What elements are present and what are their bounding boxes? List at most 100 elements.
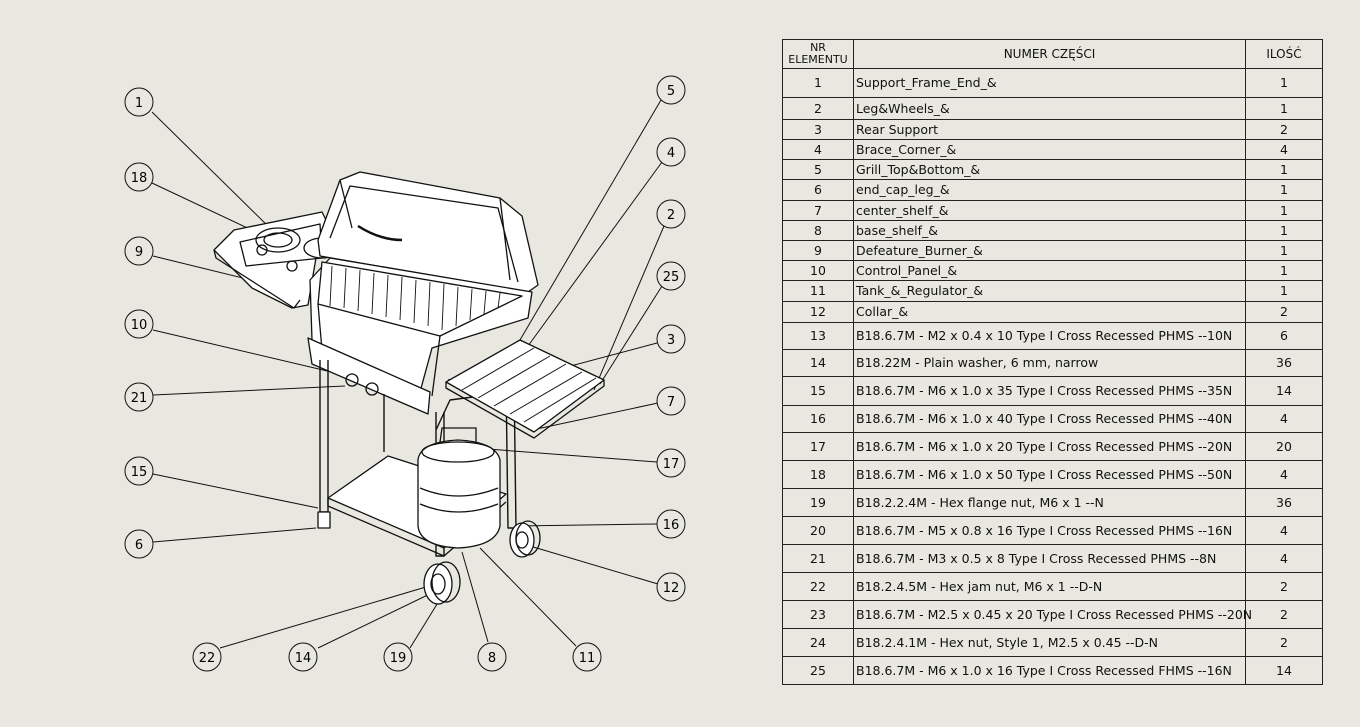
cell-part-number: B18.6.7M - M6 x 1.0 x 50 Type I Cross Re… [853, 460, 1246, 489]
cell-part-number: B18.6.7M - M2.5 x 0.45 x 20 Type I Cross… [853, 600, 1252, 629]
balloon-18: 18 [131, 171, 148, 186]
cell-quantity: 36 [1245, 349, 1323, 377]
cell-quantity: 1 [1245, 200, 1323, 221]
balloon: 1 [124, 87, 154, 117]
cell-part-number: Support_Frame_End_& [853, 68, 1246, 98]
cell-quantity: 4 [1245, 516, 1323, 545]
cell-quantity: 1 [1245, 280, 1323, 302]
balloon: 8 [477, 642, 507, 672]
cell-item-number: 23 [782, 600, 854, 629]
side-burner-shelf [213, 211, 341, 309]
cell-item-number: 14 [782, 349, 854, 377]
cell-item-number: 21 [782, 544, 854, 573]
cell-item-number: 7 [782, 200, 854, 221]
cell-item-number: 4 [782, 139, 854, 160]
cell-quantity: 2 [1245, 119, 1323, 140]
cell-item-number: 13 [782, 322, 854, 350]
cell-item-number: 1 [782, 68, 854, 98]
cell-part-number: B18.6.7M - M6 x 1.0 x 40 Type I Cross Re… [853, 405, 1246, 433]
balloon: 22 [192, 642, 222, 672]
balloon: 21 [124, 382, 154, 412]
cell-quantity: 2 [1245, 600, 1323, 629]
cell-part-number: Collar_& [853, 301, 1246, 323]
cell-quantity: 2 [1245, 628, 1323, 657]
cell-quantity: 1 [1245, 68, 1323, 98]
table-header-row: NR ELEMENTU NUMER CZĘŚCI ILOŚĆ [782, 39, 1323, 69]
balloon: 17 [656, 448, 686, 478]
cell-part-number: Control_Panel_& [853, 260, 1246, 281]
balloon: 3 [656, 324, 686, 354]
cell-quantity: 1 [1245, 179, 1323, 201]
balloon: 19 [383, 642, 413, 672]
cell-quantity: 2 [1245, 301, 1323, 323]
cell-item-number: 9 [782, 240, 854, 261]
balloon-19: 19 [390, 651, 407, 666]
balloon: 11 [572, 642, 602, 672]
cell-quantity: 14 [1245, 656, 1323, 685]
cell-part-number: end_cap_leg_& [853, 179, 1246, 201]
balloon: 18 [124, 162, 154, 192]
balloon: 15 [124, 456, 154, 486]
cell-quantity: 36 [1245, 488, 1323, 517]
cell-item-number: 6 [782, 179, 854, 201]
balloon-11: 11 [579, 651, 596, 666]
control-panel [307, 337, 431, 415]
balloon: 14 [288, 642, 318, 672]
balloon: 9 [124, 236, 154, 266]
cell-quantity: 20 [1245, 432, 1323, 461]
header-quantity: ILOŚĆ [1245, 39, 1323, 69]
cell-item-number: 25 [782, 656, 854, 685]
balloon: 25 [656, 261, 686, 291]
propane-tank [417, 427, 501, 549]
cell-quantity: 4 [1245, 139, 1323, 160]
cell-part-number: Defeature_Burner_& [853, 240, 1246, 261]
balloon-17: 17 [663, 457, 680, 472]
cell-part-number: B18.6.7M - M6 x 1.0 x 16 Type I Cross Re… [853, 656, 1246, 685]
cell-item-number: 20 [782, 516, 854, 545]
cell-item-number: 11 [782, 280, 854, 302]
cell-part-number: B18.2.4.1M - Hex nut, Style 1, M2.5 x 0.… [853, 628, 1246, 657]
grill-assembly-drawing: 1 18 9 10 21 15 6 5 4 2 25 3 7 17 16 12 … [124, 75, 686, 672]
cell-quantity: 1 [1245, 97, 1323, 120]
balloon-22: 22 [199, 651, 216, 666]
balloon-12: 12 [663, 581, 680, 596]
balloon-9: 9 [135, 245, 143, 260]
cell-part-number: B18.2.4.5M - Hex jam nut, M6 x 1 --D-N [853, 572, 1246, 601]
cell-item-number: 15 [782, 376, 854, 406]
balloon-21: 21 [131, 391, 148, 406]
cell-quantity: 4 [1245, 544, 1323, 573]
balloon: 7 [656, 386, 686, 416]
cell-quantity: 1 [1245, 260, 1323, 281]
cell-item-number: 19 [782, 488, 854, 517]
balloon: 4 [656, 137, 686, 167]
balloon-7: 7 [667, 395, 675, 410]
header-part-number: NUMER CZĘŚCI [853, 39, 1246, 69]
balloon-4: 4 [667, 146, 675, 161]
balloon-labels: 1 18 9 10 21 15 6 5 4 2 25 3 7 17 16 12 … [124, 75, 686, 672]
balloon-25: 25 [663, 270, 680, 285]
cell-part-number: Rear Support [853, 119, 1246, 140]
balloon-3: 3 [667, 333, 675, 348]
header-item-number: NR ELEMENTU [782, 39, 854, 69]
cell-part-number: B18.6.7M - M6 x 1.0 x 35 Type I Cross Re… [853, 376, 1246, 406]
balloon-1: 1 [135, 96, 143, 111]
balloon: 5 [656, 75, 686, 105]
